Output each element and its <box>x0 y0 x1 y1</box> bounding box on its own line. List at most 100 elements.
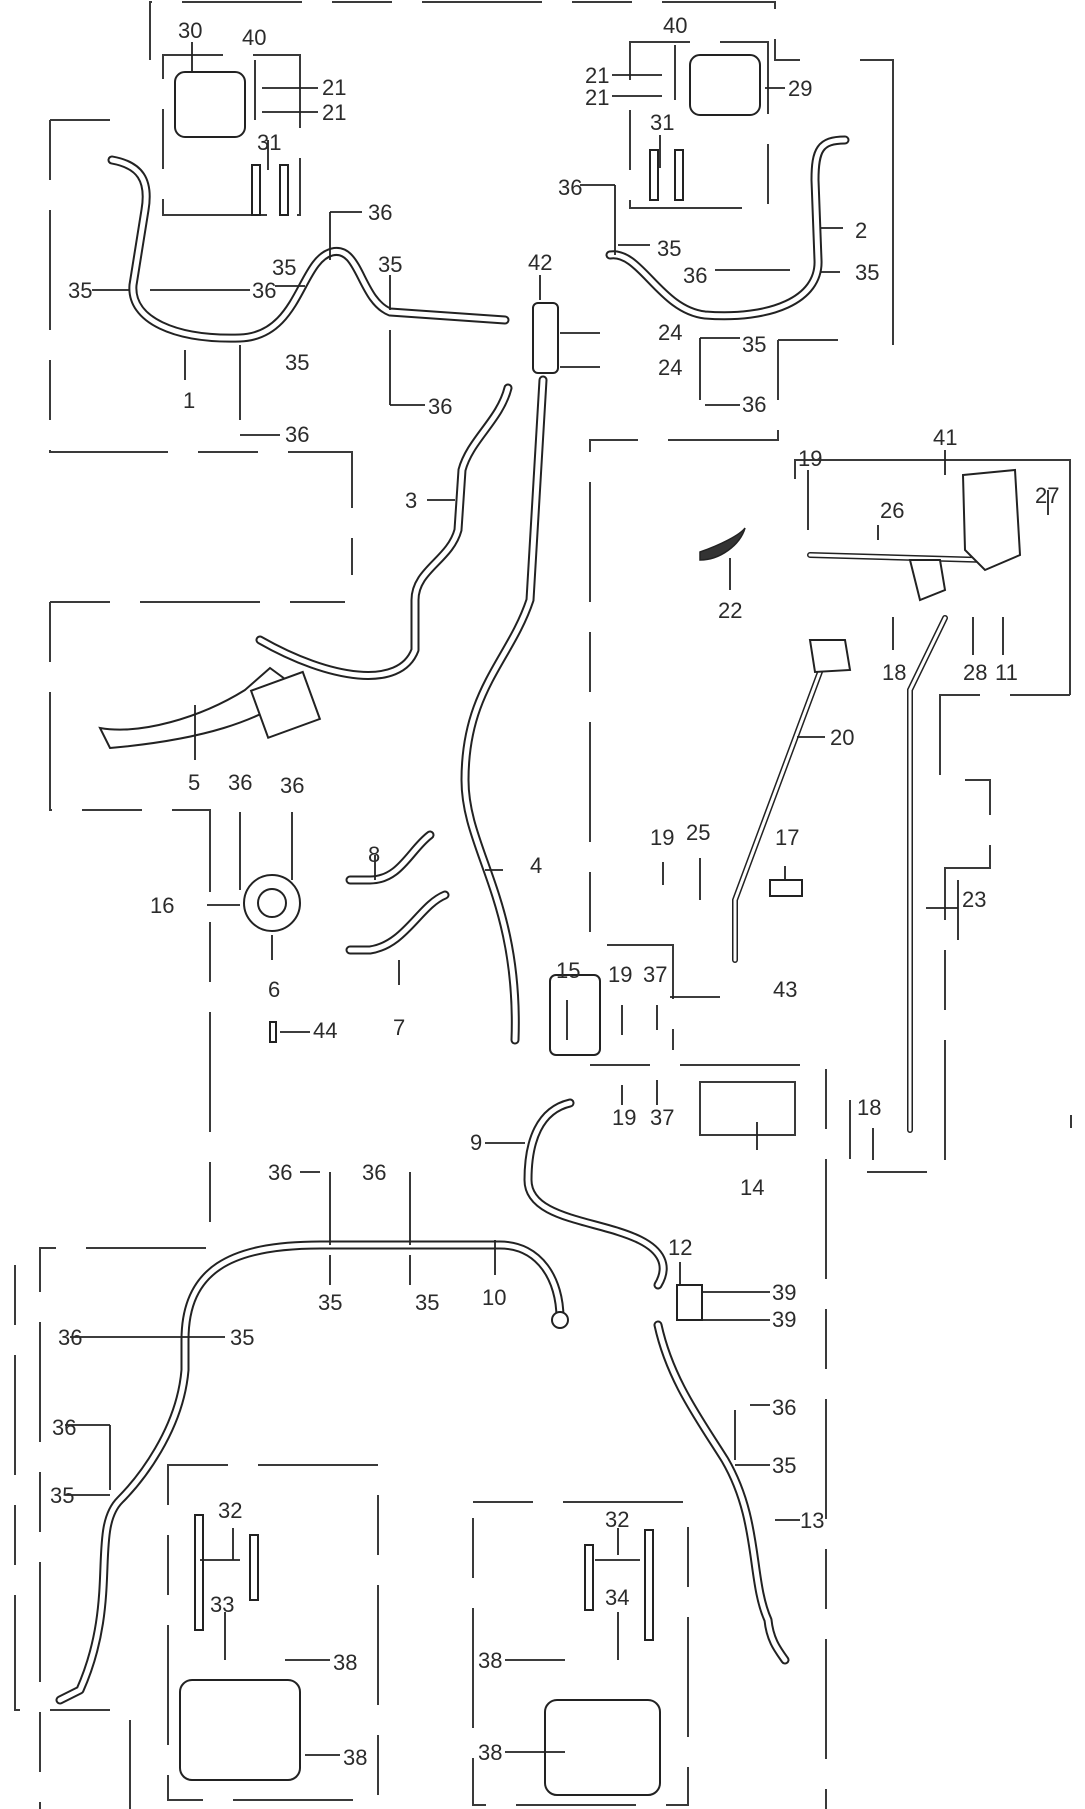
callout-35: 35 <box>230 1325 254 1350</box>
callout-36: 36 <box>558 175 582 200</box>
callout-26: 26 <box>880 498 904 523</box>
callout-6: 6 <box>268 977 280 1002</box>
brake-hoses <box>55 135 850 1705</box>
callout-33: 33 <box>210 1592 234 1617</box>
callout-36: 36 <box>252 278 276 303</box>
callout-38: 38 <box>343 1745 367 1770</box>
callout-38: 38 <box>478 1740 502 1765</box>
callout-27: 27 <box>1035 483 1059 508</box>
callout-labels: 30 40 21 21 31 36 35 36 35 35 35 1 36 36… <box>50 13 1059 1770</box>
pin-44 <box>269 1021 277 1043</box>
callout-1: 1 <box>183 388 195 413</box>
callout-40: 40 <box>663 13 687 38</box>
callout-24: 24 <box>658 320 682 345</box>
callout-36: 36 <box>683 263 707 288</box>
callout-36: 36 <box>280 773 304 798</box>
callout-36: 36 <box>368 200 392 225</box>
callout-34: 34 <box>605 1585 629 1610</box>
callout-11: 11 <box>995 660 1018 685</box>
callout-39: 39 <box>772 1280 796 1305</box>
callout-36: 36 <box>362 1160 386 1185</box>
callout-29: 29 <box>788 76 812 101</box>
callout-43: 43 <box>773 977 797 1002</box>
callout-12: 12 <box>668 1235 692 1260</box>
brake-fluid-reservoir-30 <box>174 71 246 138</box>
callout-13: 13 <box>800 1508 824 1533</box>
callout-21: 21 <box>322 100 346 125</box>
callout-38: 38 <box>478 1648 502 1673</box>
callout-36: 36 <box>742 392 766 417</box>
callout-36: 36 <box>268 1160 292 1185</box>
callout-44: 44 <box>313 1018 337 1043</box>
caliper-33 <box>179 1679 301 1781</box>
callout-3: 3 <box>405 488 417 513</box>
callout-19: 19 <box>612 1105 636 1130</box>
group-frames <box>14 1 1071 1809</box>
callout-19: 19 <box>608 962 632 987</box>
callout-36: 36 <box>58 1325 82 1350</box>
callout-18: 18 <box>857 1095 881 1120</box>
callout-36: 36 <box>428 394 452 419</box>
callout-21: 21 <box>585 63 609 88</box>
leader-lines <box>65 42 1072 1756</box>
callout-18: 18 <box>882 660 906 685</box>
master-cylinder-42 <box>532 302 559 374</box>
callout-32: 32 <box>605 1507 629 1532</box>
callout-35: 35 <box>742 332 766 357</box>
callout-32: 32 <box>218 1498 242 1523</box>
callout-9: 9 <box>470 1130 482 1155</box>
callout-5: 5 <box>188 770 200 795</box>
callout-37: 37 <box>643 962 667 987</box>
callout-15: 15 <box>556 958 580 983</box>
callout-19: 19 <box>798 446 822 471</box>
callout-35: 35 <box>772 1453 796 1478</box>
callout-36: 36 <box>228 770 252 795</box>
callout-37: 37 <box>650 1105 674 1130</box>
master-cylinder-5 <box>249 670 322 740</box>
callout-39: 39 <box>772 1307 796 1332</box>
pin-17 <box>769 879 803 897</box>
callout-35: 35 <box>415 1290 439 1315</box>
pad-31-left <box>251 164 261 216</box>
callout-35: 35 <box>378 252 402 277</box>
callout-35: 35 <box>285 350 309 375</box>
callout-36: 36 <box>285 422 309 447</box>
callout-35: 35 <box>657 236 681 261</box>
callout-30: 30 <box>178 18 202 43</box>
callout-35: 35 <box>855 260 879 285</box>
components <box>98 54 803 1796</box>
callout-35: 35 <box>272 255 296 280</box>
callout-21: 21 <box>585 85 609 110</box>
callout-21: 21 <box>322 75 346 100</box>
callout-2: 2 <box>855 218 867 243</box>
callout-4: 4 <box>530 853 542 878</box>
callout-42: 42 <box>528 250 552 275</box>
banjo-10 <box>551 1311 569 1329</box>
caliper-34 <box>544 1699 661 1796</box>
brake-fluid-reservoir-29 <box>689 54 761 116</box>
callout-10: 10 <box>482 1285 506 1310</box>
bracket-12 <box>676 1284 703 1321</box>
callout-23: 23 <box>962 887 986 912</box>
callout-20: 20 <box>830 725 854 750</box>
callout-17: 17 <box>775 825 799 850</box>
callout-19: 19 <box>650 825 674 850</box>
callout-35: 35 <box>50 1483 74 1508</box>
callout-14: 14 <box>740 1175 764 1200</box>
callout-41: 41 <box>933 425 957 450</box>
callout-28: 28 <box>963 660 987 685</box>
callout-36: 36 <box>772 1395 796 1420</box>
callout-22: 22 <box>718 598 742 623</box>
callout-31: 31 <box>257 130 281 155</box>
callout-36: 36 <box>52 1415 76 1440</box>
callout-35: 35 <box>318 1290 342 1315</box>
pad-32-right <box>584 1544 594 1611</box>
pad-32-left <box>194 1514 204 1631</box>
pedal-linkage <box>699 468 1022 1133</box>
callout-8: 8 <box>368 842 380 867</box>
callout-24: 24 <box>658 355 682 380</box>
callout-25: 25 <box>686 820 710 845</box>
callout-38: 38 <box>333 1650 357 1675</box>
pad-31-right <box>649 149 659 201</box>
